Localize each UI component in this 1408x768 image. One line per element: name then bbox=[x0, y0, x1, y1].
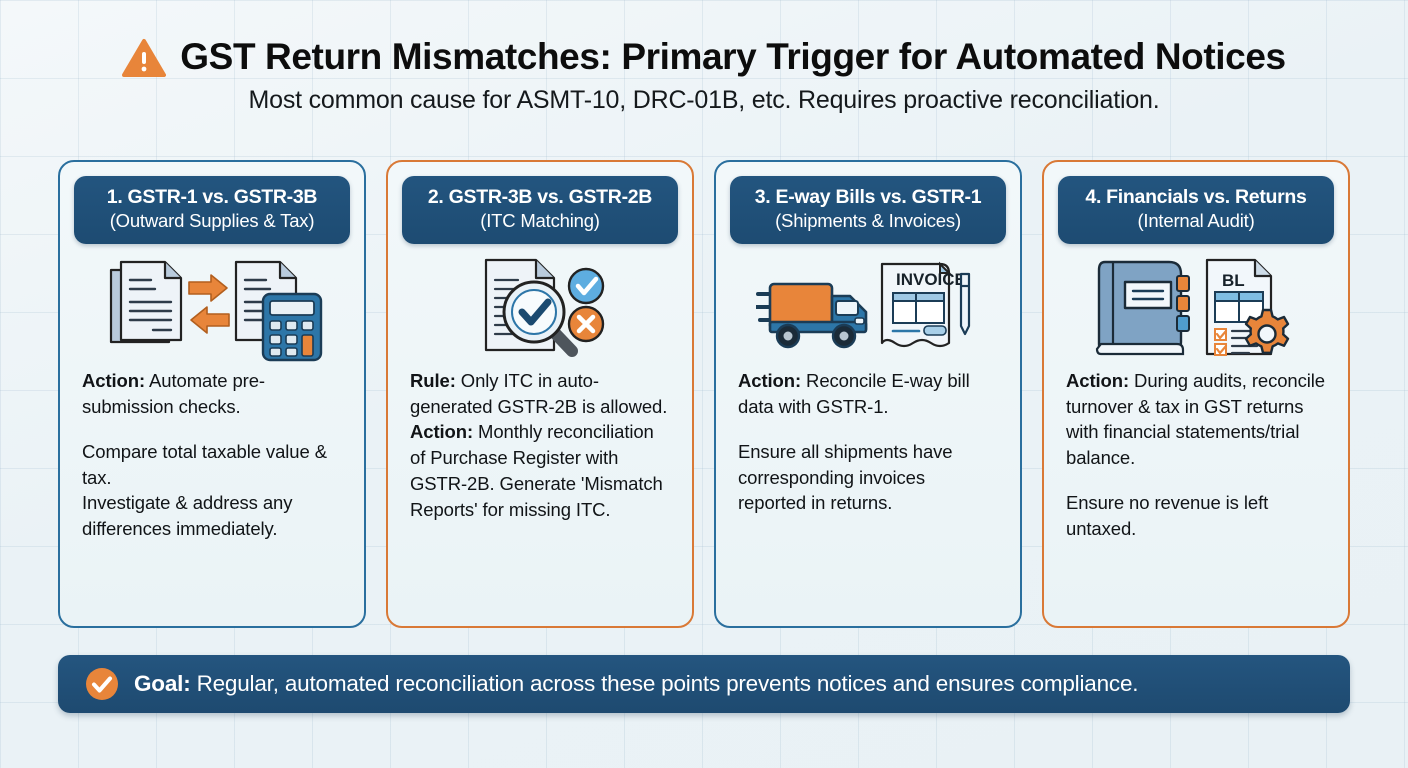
card-paragraph: Action: During audits, reconcile turnove… bbox=[1066, 368, 1326, 471]
truck-invoice-pen-illustration: INVOICE bbox=[730, 248, 1006, 368]
document-magnifier-check-cross-illustration bbox=[402, 248, 678, 368]
goal-label: Goal: bbox=[134, 671, 191, 696]
card-paragraph: Action: Monthly reconciliation of Purcha… bbox=[410, 419, 670, 522]
paragraph-label: Action: bbox=[1066, 370, 1130, 391]
paragraph-text: Only ITC in auto-generated GSTR-2B is al… bbox=[410, 370, 668, 417]
paragraph-label: Action: bbox=[738, 370, 802, 391]
card-financials-vs-returns[interactable]: 4. Financials vs. Returns (Internal Audi… bbox=[1042, 160, 1350, 628]
card-gstr3b-vs-gstr2b[interactable]: 2. GSTR-3B vs. GSTR-2B (ITC Matching) bbox=[386, 160, 694, 628]
paragraph-text: During audits, reconcile turnover & tax … bbox=[1066, 370, 1325, 469]
ledger-book-balance-sheet-gear-illustration: BL bbox=[1058, 248, 1334, 368]
paragraph-text: Ensure no revenue is left untaxed. bbox=[1066, 492, 1269, 539]
card-heading-line2: (Shipments & Invoices) bbox=[775, 210, 961, 231]
page-title: GST Return Mismatches: Primary Trigger f… bbox=[180, 36, 1286, 77]
card-body: Action: During audits, reconcile turnove… bbox=[1058, 368, 1334, 542]
card-heading-line1: 2. GSTR-3B vs. GSTR-2B bbox=[427, 186, 653, 208]
paragraph-text: Monthly reconciliation of Purchase Regis… bbox=[410, 421, 663, 520]
paragraph-label: Rule: bbox=[410, 370, 456, 391]
card-heading-line2: (Internal Audit) bbox=[1137, 210, 1255, 231]
warning-triangle-icon bbox=[122, 39, 167, 77]
card-body: Rule: Only ITC in auto-generated GSTR-2B… bbox=[402, 368, 678, 522]
card-heading-line2: (Outward Supplies & Tax) bbox=[109, 210, 315, 231]
documents-exchange-calculator-illustration bbox=[74, 248, 350, 368]
card-gstr1-vs-gstr3b[interactable]: 1. GSTR-1 vs. GSTR-3B (Outward Supplies … bbox=[58, 160, 366, 628]
invoice-label: INVOICE bbox=[896, 270, 966, 289]
card-header: 3. E-way Bills vs. GSTR-1 (Shipments & I… bbox=[730, 176, 1006, 244]
cards-row: 1. GSTR-1 vs. GSTR-3B (Outward Supplies … bbox=[58, 160, 1350, 628]
card-heading-line2: (ITC Matching) bbox=[480, 210, 600, 231]
paragraph-label: Action: bbox=[410, 421, 474, 443]
card-paragraph: Action: Reconcile E-way bill data with G… bbox=[738, 368, 998, 419]
goal-banner: Goal: Regular, automated reconciliation … bbox=[58, 655, 1350, 713]
card-paragraph: Rule: Only ITC in auto-generated GSTR-2B… bbox=[410, 368, 670, 419]
paragraph-label: Action: bbox=[82, 370, 146, 391]
paragraph-text: Reconcile E-way bill data with GSTR-1. bbox=[738, 370, 970, 417]
paragraph-text: Automate pre-submission checks. bbox=[82, 370, 265, 417]
paragraph-text: Ensure all shipments have corresponding … bbox=[738, 440, 953, 514]
card-eway-bills-vs-gstr1[interactable]: 3. E-way Bills vs. GSTR-1 (Shipments & I… bbox=[714, 160, 1022, 628]
card-heading-line1: 3. E-way Bills vs. GSTR-1 bbox=[754, 186, 982, 208]
card-paragraph: Compare total taxable value & tax. Inves… bbox=[82, 439, 342, 542]
card-paragraph: Ensure all shipments have corresponding … bbox=[738, 439, 998, 516]
card-header: 1. GSTR-1 vs. GSTR-3B (Outward Supplies … bbox=[74, 176, 350, 244]
card-header: 4. Financials vs. Returns (Internal Audi… bbox=[1058, 176, 1334, 244]
card-heading-line1: 1. GSTR-1 vs. GSTR-3B bbox=[106, 186, 318, 208]
paragraph-text: Compare total taxable value & tax. Inves… bbox=[82, 440, 327, 539]
card-header: 2. GSTR-3B vs. GSTR-2B (ITC Matching) bbox=[402, 176, 678, 244]
balance-sheet-label: BL bbox=[1222, 271, 1245, 290]
check-circle-icon bbox=[86, 668, 118, 700]
card-heading-line1: 4. Financials vs. Returns bbox=[1085, 186, 1307, 208]
card-paragraph: Ensure no revenue is left untaxed. bbox=[1066, 490, 1326, 541]
page-subtitle: Most common cause for ASMT-10, DRC-01B, … bbox=[248, 86, 1160, 114]
header: GST Return Mismatches: Primary Trigger f… bbox=[0, 36, 1408, 115]
card-body: Action: Reconcile E-way bill data with G… bbox=[730, 368, 1006, 516]
title-row: GST Return Mismatches: Primary Trigger f… bbox=[0, 36, 1408, 78]
goal-body: Regular, automated reconciliation across… bbox=[190, 671, 1139, 696]
goal-text: Goal: Regular, automated reconciliation … bbox=[134, 671, 1139, 697]
card-body: Action: Automate pre-submission checks. … bbox=[74, 368, 350, 542]
card-paragraph: Action: Automate pre-submission checks. bbox=[82, 368, 342, 419]
